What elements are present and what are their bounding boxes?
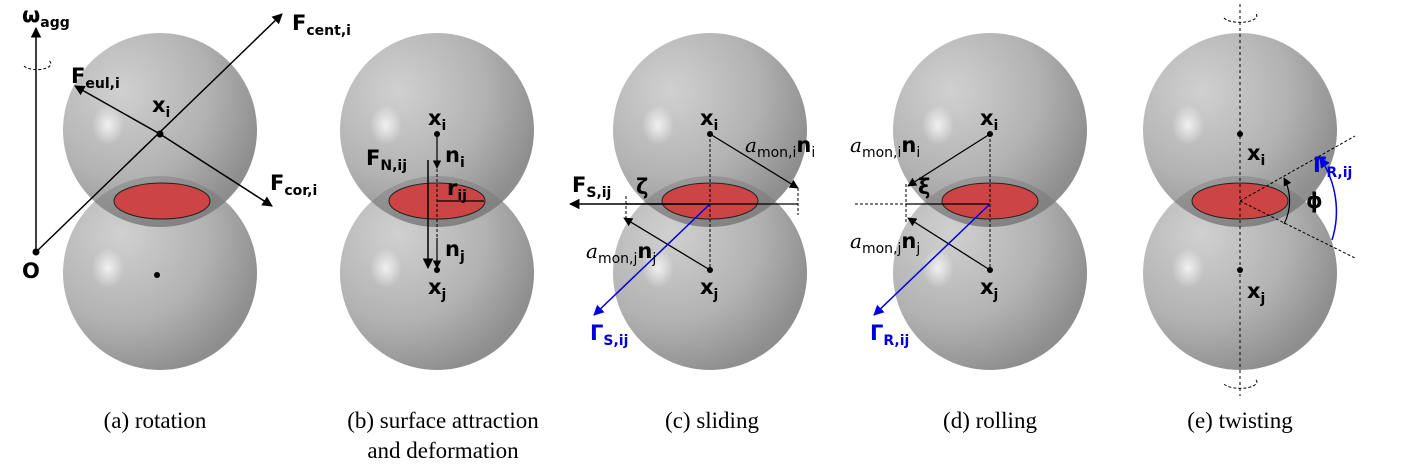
f-n-label: FN,ij (366, 146, 407, 174)
gamma-r-arrow (873, 203, 991, 316)
rotation-arrow-top (1223, 13, 1258, 23)
highlight (642, 248, 674, 288)
sphere-j (63, 176, 257, 370)
center-dot (1237, 267, 1243, 273)
angle-line-upper (1239, 135, 1356, 202)
center-dot (987, 267, 993, 273)
gamma-r-label: ΓR,ij (1313, 153, 1352, 181)
highlight (1172, 248, 1204, 288)
highlight (922, 248, 954, 288)
f-cent-label: Fcent,i (292, 11, 351, 39)
panel-a-rotation: ωagg Fcent,i Feul,i xi Fcor,i O (a) rota… (22, 3, 351, 433)
highlight (92, 105, 124, 145)
panel-b-surface-attraction: xi FN,ij ni rij nj xj (b) surface attrac… (340, 33, 539, 463)
gamma-s-label: ΓS,ij (590, 321, 628, 349)
f-s-label: FS,ij (572, 173, 611, 201)
contact-area (113, 182, 211, 220)
caption-b-line1: (b) surface attraction (347, 408, 539, 433)
a-mon-i-arrow (709, 133, 799, 189)
x-j-label: xj (428, 275, 446, 303)
center-dot (156, 130, 164, 138)
center-dot (1237, 131, 1243, 137)
highlight (1172, 105, 1204, 145)
panel-c-sliding: xi amon,ini FS,ij ζ amon,jnj xj ΓS,ij (c… (568, 33, 815, 433)
caption-d: (d) rolling (943, 408, 1037, 433)
highlight (370, 105, 402, 145)
highlight (922, 105, 954, 145)
center-dot (707, 131, 713, 137)
a-mon-j-label: amon,jnj (586, 239, 656, 267)
x-i-label: xi (152, 93, 170, 121)
zeta-label: ζ (636, 175, 648, 199)
caption-e: (e) twisting (1187, 408, 1293, 433)
f-eul-arrow (74, 85, 161, 135)
highlight (370, 248, 402, 288)
n-i-label: ni (445, 143, 465, 171)
a-mon-j-arrow (623, 217, 711, 271)
caption-a: (a) rotation (104, 408, 207, 433)
center-dot (987, 131, 993, 137)
origin-dot (32, 248, 40, 256)
caption-b-line2: and deformation (367, 438, 519, 463)
x-i-label: xi (1247, 141, 1265, 169)
rotation-arrow-bottom (1223, 379, 1258, 389)
center-dot (707, 267, 713, 273)
center-dot (154, 272, 160, 278)
a-mon-i-arrow (907, 133, 991, 187)
f-cor-arrow (159, 133, 273, 207)
highlight (92, 248, 124, 288)
x-j-label: xj (980, 275, 998, 303)
x-j-label: xj (700, 275, 718, 303)
omega-label: ωagg (22, 3, 70, 31)
a-mon-i-label: amon,ini (745, 133, 815, 161)
panel-e-twisting: xi ΓR,ij ϕ xj (e) twisting (1143, 4, 1356, 433)
gamma-s-arrow (593, 203, 711, 316)
phi-label: ϕ (1306, 189, 1323, 213)
angle-line-lower (1239, 200, 1356, 259)
sphere-i (340, 33, 534, 227)
a-mon-j-label: amon,jnj (850, 229, 920, 257)
sphere-i (893, 33, 1087, 227)
center-dot (434, 131, 440, 137)
x-i-label: xi (428, 106, 446, 134)
panel-d-rolling: xi amon,ini ξ amon,jnj xj ΓR,ij (d) roll… (850, 33, 1087, 433)
gamma-r-arc (1319, 157, 1338, 241)
sphere-i (613, 33, 807, 227)
highlight (642, 105, 674, 145)
caption-c: (c) sliding (665, 408, 759, 433)
x-j-label: xj (1247, 279, 1265, 307)
n-j-label: nj (445, 237, 465, 265)
x-i-label: xi (700, 106, 718, 134)
origin-label: O (22, 259, 40, 283)
a-mon-i-label: amon,ini (850, 133, 920, 161)
f-eul-label: Feul,i (71, 64, 120, 92)
gamma-r-label: ΓR,ij (870, 321, 909, 349)
xi-greek-label: ξ (918, 175, 930, 199)
x-i-label: xi (980, 106, 998, 134)
r-ij-label: rij (447, 176, 467, 204)
phi-arc (1283, 177, 1292, 225)
f-cor-label: Fcor,i (270, 171, 317, 199)
center-dot (434, 267, 440, 273)
rotation-arrow (23, 59, 52, 71)
